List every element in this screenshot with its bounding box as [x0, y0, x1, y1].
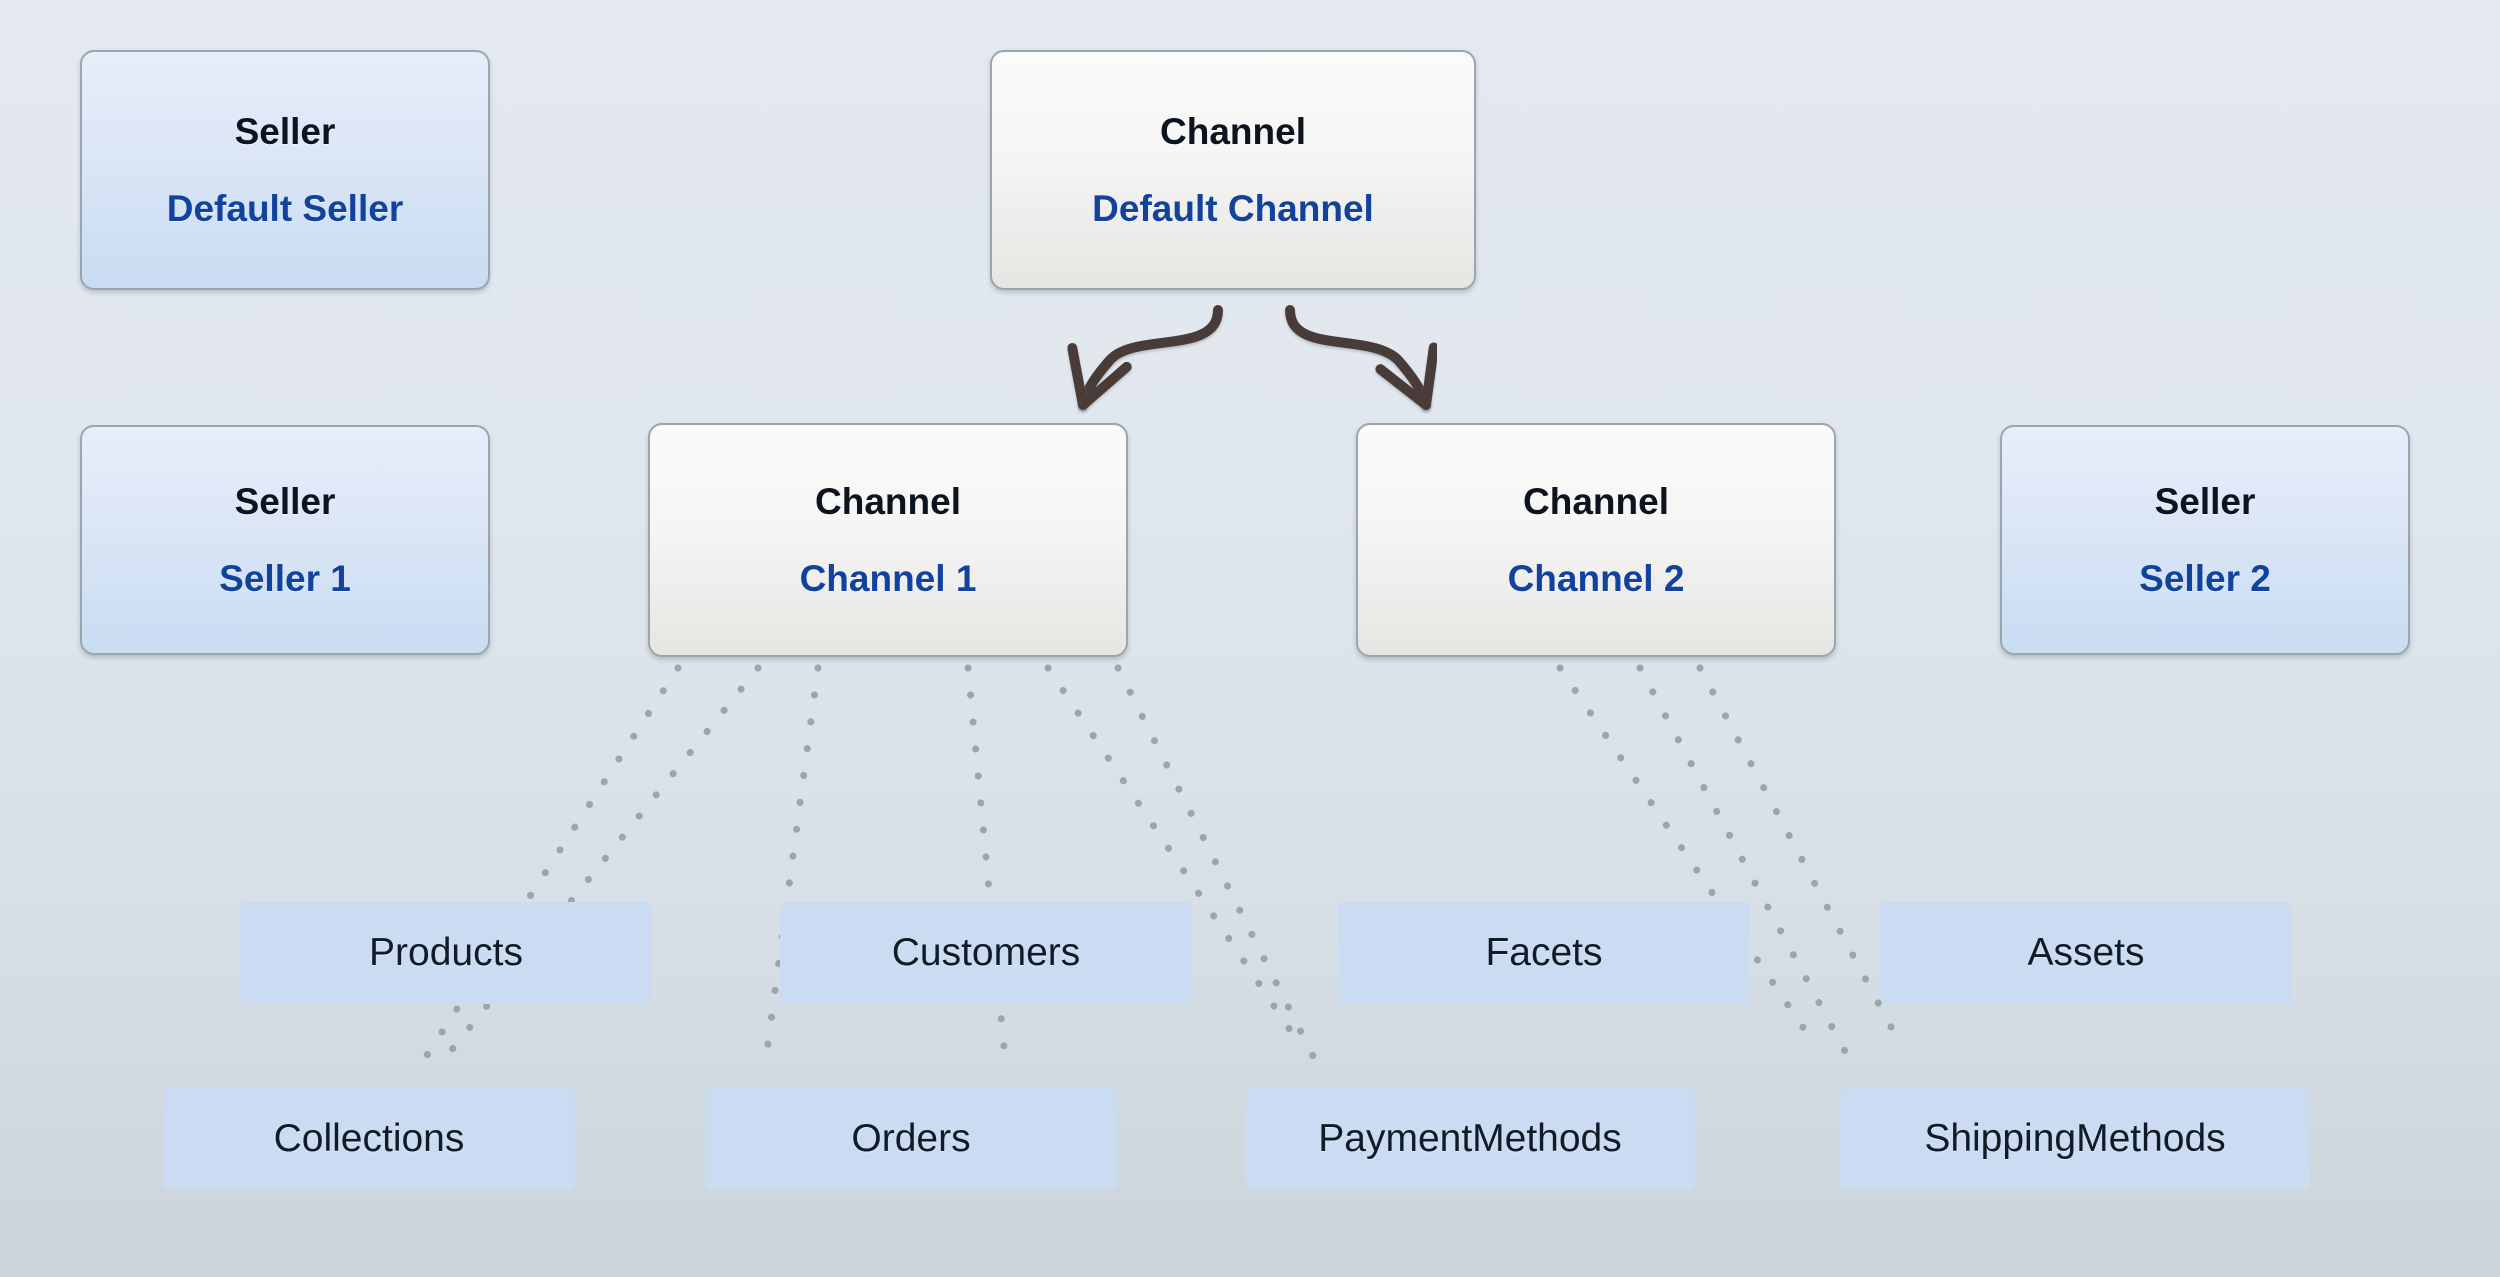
node-name-label: Default Seller	[166, 188, 404, 229]
node-type-label: Channel	[1523, 481, 1669, 522]
dotted-channel2-to-shippingmethods	[1636, 664, 1859, 1074]
node-type-label: Channel	[815, 481, 961, 522]
resource-chip-customers[interactable]: Customers	[780, 902, 1192, 1004]
arrow-default-channel-to-channel1	[1078, 305, 1223, 410]
dotted-channel1-to-collections	[416, 664, 682, 1070]
resource-chip-facets[interactable]: Facets	[1338, 902, 1750, 1004]
resource-chip-shippingmethods[interactable]: ShippingMethods	[1840, 1088, 2310, 1190]
resource-chip-assets[interactable]: Assets	[1880, 902, 2292, 1004]
node-name-label: Seller 2	[2139, 558, 2271, 599]
resource-chip-collections[interactable]: Collections	[163, 1088, 575, 1190]
node-type-label: Seller	[234, 481, 336, 522]
dotted-channel1-to-customers	[761, 664, 822, 1070]
node-name-label: Seller 1	[219, 558, 351, 599]
arrowhead-barb	[1078, 361, 1132, 410]
node-type-label: Seller	[2154, 481, 2256, 522]
node-type-label: Channel	[1160, 111, 1306, 152]
arrow-connectors	[1067, 305, 1439, 410]
arrowhead-barb	[1067, 343, 1088, 410]
arrow-default-channel-to-channel2	[1285, 305, 1431, 410]
arrowhead-barb	[1375, 364, 1431, 410]
node-name-label: Channel 2	[1507, 558, 1685, 599]
arrowhead-barb	[1421, 342, 1439, 410]
node-name-label: Default Channel	[1092, 188, 1374, 229]
node-type-label: Seller	[234, 111, 336, 152]
resource-chip-products[interactable]: Products	[240, 902, 652, 1004]
resource-chip-paymentmethods[interactable]: PaymentMethods	[1245, 1088, 1695, 1190]
dotted-connectors	[416, 664, 1902, 1074]
node-name-label: Channel 1	[799, 558, 977, 599]
dotted-channel1-to-paymentmethods	[1114, 664, 1324, 1074]
resource-chip-orders[interactable]: Orders	[705, 1088, 1117, 1190]
